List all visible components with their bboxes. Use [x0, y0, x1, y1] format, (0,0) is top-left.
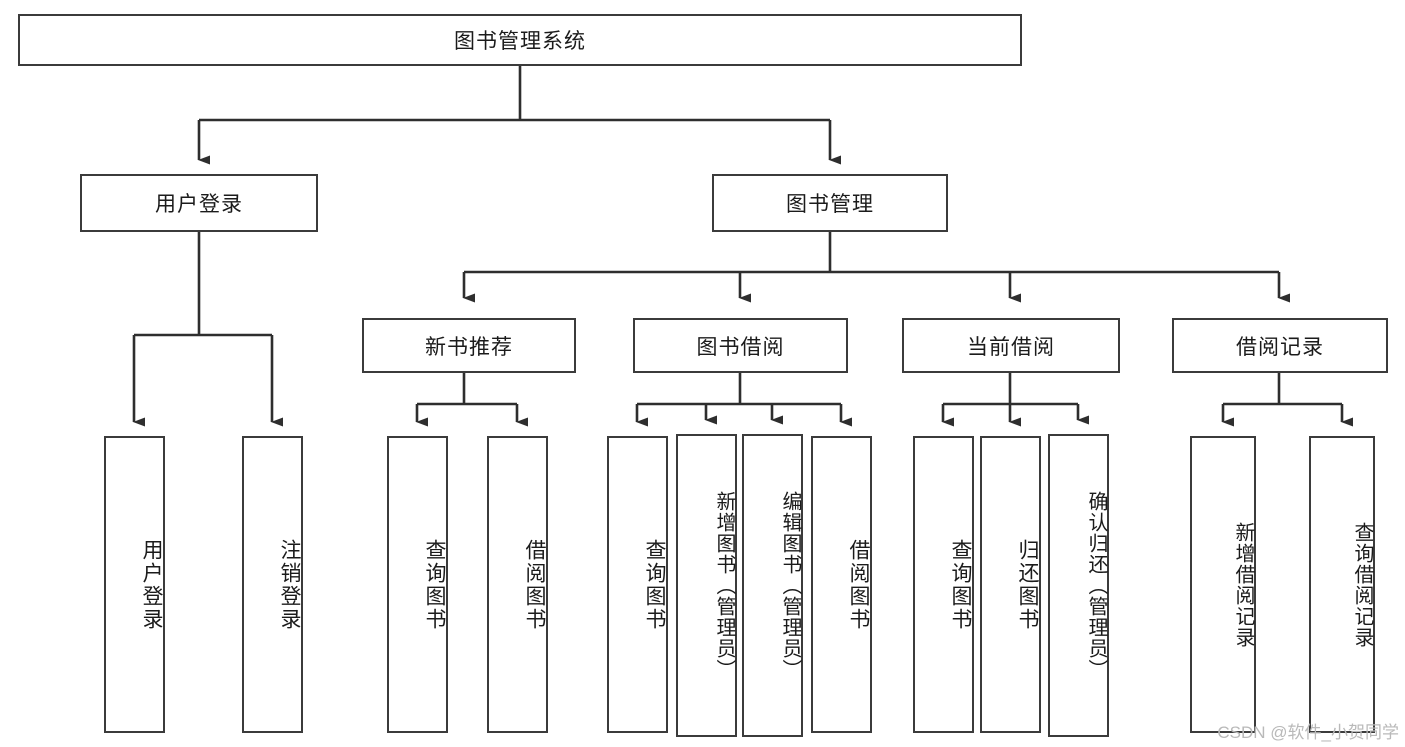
node-new-book-recommend[interactable]: 新书推荐: [362, 318, 576, 373]
leaf-user-login[interactable]: 用户登录: [104, 436, 165, 733]
node-book-management[interactable]: 图书管理: [712, 174, 948, 232]
leaf-query-book-2[interactable]: 查询图书: [607, 436, 668, 733]
node-borrow-record[interactable]: 借阅记录: [1172, 318, 1388, 373]
node-root-system[interactable]: 图书管理系统: [18, 14, 1022, 66]
node-user-login[interactable]: 用户登录: [80, 174, 318, 232]
leaf-query-book-1[interactable]: 查询图书: [387, 436, 448, 733]
leaf-return-book[interactable]: 归还图书: [980, 436, 1041, 733]
leaf-query-book-3[interactable]: 查询图书: [913, 436, 974, 733]
leaf-add-borrow-record[interactable]: 新增借阅记录: [1190, 436, 1256, 733]
leaf-borrow-book-2[interactable]: 借阅图书: [811, 436, 872, 733]
leaf-edit-book-admin[interactable]: 编辑图书（管理员）: [742, 434, 803, 737]
leaf-confirm-return-admin[interactable]: 确认归还（管理员）: [1048, 434, 1109, 737]
leaf-borrow-book-1[interactable]: 借阅图书: [487, 436, 548, 733]
leaf-logout-login[interactable]: 注销登录: [242, 436, 303, 733]
leaf-query-borrow-record[interactable]: 查询借阅记录: [1309, 436, 1375, 733]
leaf-add-book-admin[interactable]: 新增图书（管理员）: [676, 434, 737, 737]
node-current-borrow[interactable]: 当前借阅: [902, 318, 1120, 373]
node-book-borrow[interactable]: 图书借阅: [633, 318, 848, 373]
